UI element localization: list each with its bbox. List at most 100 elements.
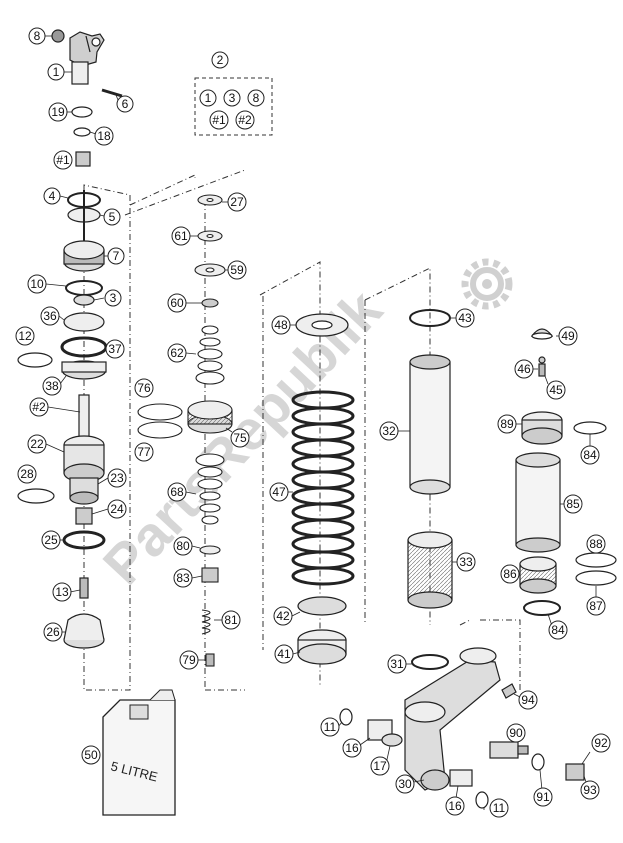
svg-text:92: 92 [594, 736, 608, 750]
svg-text:16: 16 [345, 741, 359, 755]
svg-text:10: 10 [30, 277, 44, 291]
kit-item-1: 1 [205, 91, 212, 105]
svg-text:48: 48 [274, 318, 288, 332]
callout-46: 46 [514, 359, 534, 379]
svg-text:68: 68 [170, 485, 184, 499]
callout-79: 79 [179, 650, 199, 670]
callout-31: 31 [387, 654, 407, 674]
shim-stack-parts [137, 194, 233, 667]
callout-59: 59 [227, 260, 247, 280]
callout-28: 28 [17, 464, 37, 484]
kit-sub-2: #2 [238, 113, 252, 127]
callout-86: 86 [500, 564, 520, 584]
callout-13: 13 [52, 582, 72, 602]
callout-84-bottom: 84 [548, 620, 568, 640]
callout-89: 89 [497, 414, 517, 434]
callout-8: 8 [28, 27, 46, 45]
svg-text:38: 38 [45, 379, 59, 393]
callout-83: 83 [173, 568, 193, 588]
svg-text:93: 93 [583, 783, 597, 797]
svg-text:43: 43 [458, 311, 472, 325]
callout-h1: #1 [53, 150, 73, 170]
callout-84-top: 84 [580, 445, 600, 465]
svg-text:16: 16 [448, 799, 462, 813]
callout-27: 27 [227, 192, 247, 212]
kit-item-8: 8 [253, 91, 260, 105]
kit-item-3: 3 [229, 91, 236, 105]
callout-48: 48 [271, 315, 291, 335]
svg-text:4: 4 [49, 189, 56, 203]
svg-text:79: 79 [182, 653, 196, 667]
callout-93: 93 [580, 780, 600, 800]
svg-text:62: 62 [170, 346, 184, 360]
callout-10: 10 [27, 274, 47, 294]
svg-text:33: 33 [459, 555, 473, 569]
svg-text:84: 84 [583, 448, 597, 462]
svg-text:61: 61 [174, 229, 188, 243]
callout-6: 6 [116, 95, 134, 113]
callout-33: 33 [456, 552, 476, 572]
callout-26: 26 [43, 622, 63, 642]
callout-7: 7 [107, 247, 125, 265]
callout-45: 45 [546, 380, 566, 400]
callout-30: 30 [395, 774, 415, 794]
leader-lines [45, 35, 597, 810]
callout-41: 41 [274, 644, 294, 664]
svg-text:3: 3 [110, 291, 117, 305]
callout-24: 24 [107, 499, 127, 519]
callout-16-right: 16 [445, 796, 465, 816]
svg-text:88: 88 [589, 537, 603, 551]
svg-text:36: 36 [43, 309, 57, 323]
svg-text:60: 60 [170, 296, 184, 310]
svg-text:47: 47 [272, 485, 286, 499]
svg-text:#1: #1 [56, 153, 70, 167]
callout-81: 81 [221, 610, 241, 630]
callout-42: 42 [273, 606, 293, 626]
svg-text:17: 17 [373, 759, 387, 773]
callout-17: 17 [370, 756, 390, 776]
callout-4: 4 [43, 187, 61, 205]
callout-61: 61 [171, 226, 191, 246]
callout-38: 38 [42, 376, 62, 396]
svg-text:50: 50 [84, 748, 98, 762]
svg-text:18: 18 [97, 129, 111, 143]
callout-49: 49 [558, 326, 578, 346]
callout-60: 60 [167, 293, 187, 313]
callout-88: 88 [586, 534, 606, 554]
dashed-frames [83, 77, 521, 691]
svg-text:86: 86 [503, 567, 517, 581]
svg-text:87: 87 [589, 599, 603, 613]
callout-94: 94 [518, 690, 538, 710]
svg-text:81: 81 [224, 613, 238, 627]
svg-text:6: 6 [122, 97, 129, 111]
oil-container: 5 LITRE [102, 689, 176, 816]
kit-box-2: 2 1 3 8 #1 #2 [199, 51, 265, 130]
svg-text:26: 26 [46, 625, 60, 639]
callout-23: 23 [107, 468, 127, 488]
svg-text:12: 12 [18, 329, 32, 343]
callouts: 8 1 6 19 18 #1 4 5 7 10 3 36 12 37 38 #2… [15, 27, 611, 818]
svg-text:8: 8 [34, 29, 41, 43]
callout-11-right: 11 [489, 798, 509, 818]
callout-3: 3 [104, 289, 122, 307]
svg-text:31: 31 [390, 657, 404, 671]
svg-text:5: 5 [109, 210, 116, 224]
svg-text:37: 37 [108, 342, 122, 356]
svg-text:1: 1 [53, 65, 60, 79]
svg-text:94: 94 [521, 693, 535, 707]
callout-37: 37 [105, 339, 125, 359]
svg-text:46: 46 [517, 362, 531, 376]
callout-18: 18 [94, 126, 114, 146]
svg-text:11: 11 [324, 720, 337, 734]
callout-91: 91 [533, 787, 553, 807]
svg-text:75: 75 [233, 431, 247, 445]
svg-text:42: 42 [276, 609, 290, 623]
svg-text:91: 91 [536, 790, 550, 804]
svg-text:89: 89 [500, 417, 514, 431]
kit-title: 2 [217, 53, 224, 67]
callout-76: 76 [134, 378, 154, 398]
svg-text:49: 49 [561, 329, 575, 343]
svg-text:41: 41 [277, 647, 291, 661]
callout-43: 43 [455, 308, 475, 328]
callout-12: 12 [15, 326, 35, 346]
